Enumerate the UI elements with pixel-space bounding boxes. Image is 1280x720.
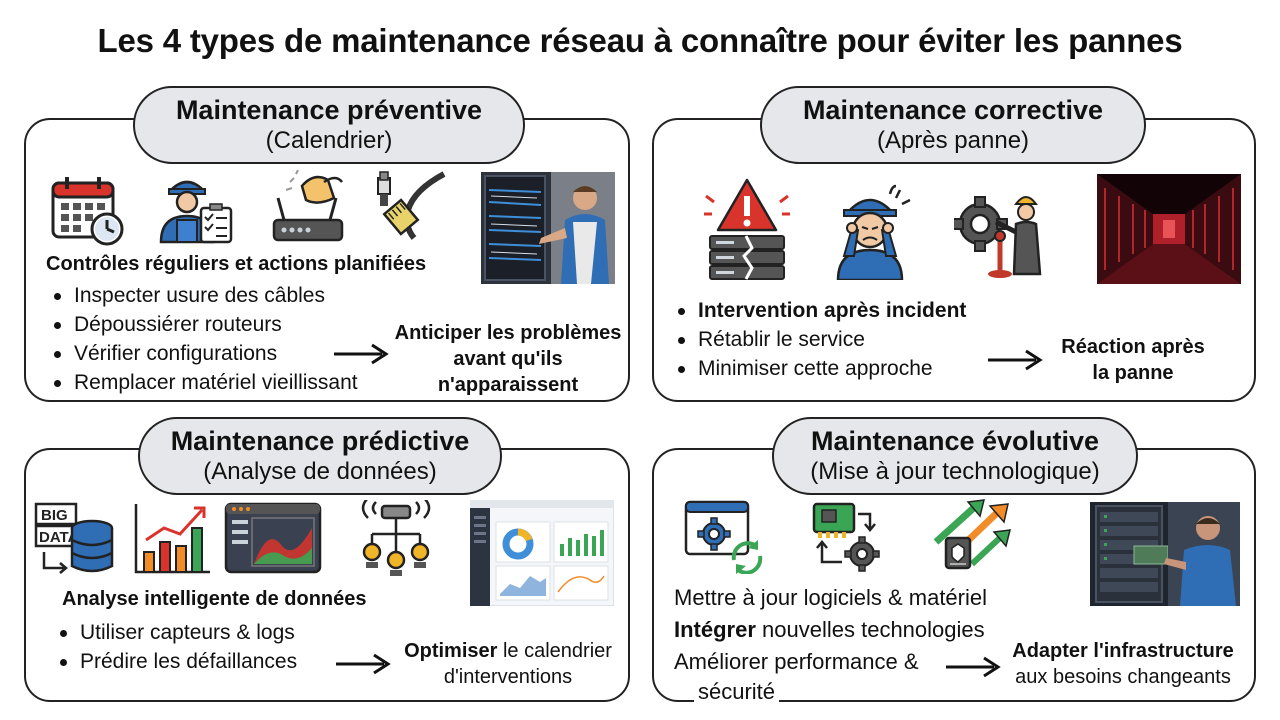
software-update-icon bbox=[684, 500, 763, 574]
arrow-icon bbox=[336, 653, 391, 675]
result-line: la panne bbox=[1092, 362, 1174, 384]
heading-evolutive: Maintenance évolutive bbox=[810, 426, 1100, 456]
pill-predictive: Maintenance prédictive (Analyse de donné… bbox=[138, 417, 502, 495]
subtitle-predictive: (Analyse de données) bbox=[203, 458, 437, 485]
pill-preventive: Maintenance préventive (Calendrier) bbox=[133, 86, 525, 164]
dashboard-icon bbox=[224, 502, 322, 574]
list-item: Intervention après incident bbox=[674, 296, 966, 325]
result-predictive: Optimiser le calendrier d'interventions bbox=[392, 638, 624, 690]
arrow-icon bbox=[946, 656, 1001, 678]
pill-corrective: Maintenance corrective (Après panne) bbox=[760, 86, 1146, 164]
line-evolutive-4: sécurité bbox=[694, 676, 780, 707]
result-preventive: Anticiper les problèmes avant qu'ils n'a… bbox=[392, 320, 624, 398]
list-item: Remplacer matériel vieillissant bbox=[50, 368, 358, 397]
heading-corrective: Maintenance corrective bbox=[802, 95, 1104, 125]
result-line: aux besoins changeants bbox=[1015, 666, 1231, 688]
result-line: Adapter l'infrastructure bbox=[1012, 640, 1234, 662]
big-data-text-data: DATA bbox=[39, 529, 79, 546]
technician-checklist-icon bbox=[159, 180, 233, 244]
repair-gear-icon bbox=[954, 196, 1042, 278]
network-cable-icon bbox=[377, 171, 446, 240]
analytics-dashboard-screenshot bbox=[470, 500, 614, 606]
list-item: Prédire les défaillances bbox=[56, 647, 297, 676]
list-item: Utiliser capteurs & logs bbox=[56, 618, 297, 647]
router-cleaning-icon bbox=[272, 170, 344, 242]
growth-arrows-icon bbox=[933, 499, 1011, 570]
heading-predictive: Maintenance prédictive bbox=[170, 426, 470, 456]
technician-server-rack-photo bbox=[481, 172, 615, 284]
data-center-photo bbox=[1097, 174, 1241, 284]
hardware-upgrade-icon bbox=[812, 502, 880, 572]
subhead-predictive: Analyse intelligente de données bbox=[62, 588, 367, 610]
list-item: Minimiser cette approche bbox=[674, 354, 966, 383]
line-evolutive-2: Intégrer nouvelles technologies bbox=[674, 614, 985, 645]
stressed-technician-icon bbox=[836, 184, 911, 280]
line-rest: nouvelles technologies bbox=[755, 617, 985, 642]
arrow-icon bbox=[334, 343, 389, 365]
heading-preventive: Maintenance préventive bbox=[175, 95, 483, 125]
line-bold: Intégrer bbox=[674, 617, 756, 642]
calendar-icon bbox=[51, 177, 124, 246]
list-item: Vérifier configurations bbox=[50, 339, 358, 368]
bullets-predictive: Utiliser capteurs & logs Prédire les déf… bbox=[56, 618, 297, 676]
pill-evolutive: Maintenance évolutive (Mise à jour techn… bbox=[772, 417, 1138, 495]
result-line: Anticiper les problèmes bbox=[394, 322, 622, 344]
result-line: avant qu'ils bbox=[453, 348, 563, 370]
list-item: Rétablir le service bbox=[674, 325, 966, 354]
result-corrective: Réaction après la panne bbox=[1040, 334, 1226, 386]
arrow-icon bbox=[988, 349, 1043, 371]
subtitle-preventive: (Calendrier) bbox=[265, 127, 393, 154]
result-rest: le calendrier bbox=[497, 640, 612, 662]
bullets-preventive: Inspecter usure des câbles Dépoussiérer … bbox=[50, 281, 358, 397]
big-data-text-big: BIG bbox=[41, 507, 68, 524]
server-warning-icon bbox=[704, 178, 790, 280]
result-line: n'apparaissent bbox=[437, 374, 579, 396]
subhead-preventive: Contrôles réguliers et actions planifiée… bbox=[46, 253, 427, 275]
subtitle-evolutive: (Mise à jour technologique) bbox=[810, 458, 1100, 485]
line-evolutive-3: Améliorer performance & bbox=[674, 649, 919, 674]
page-title: Les 4 types de maintenance réseau à conn… bbox=[97, 22, 1183, 59]
subtitle-corrective: (Après panne) bbox=[876, 127, 1030, 154]
list-item: Inspecter usure des câbles bbox=[50, 281, 358, 310]
result-evolutive: Adapter l'infrastructure aux besoins cha… bbox=[1000, 638, 1246, 690]
list-item: Dépoussiérer routeurs bbox=[50, 310, 358, 339]
bullets-corrective: Intervention après incident Rétablir le … bbox=[674, 296, 966, 383]
result-bold: Optimiser bbox=[404, 640, 498, 662]
result-line: d'interventions bbox=[443, 666, 573, 688]
sensor-network-icon bbox=[361, 500, 431, 576]
bar-chart-icon bbox=[134, 504, 210, 574]
technician-install-photo bbox=[1090, 502, 1240, 606]
result-line: Réaction après bbox=[1061, 336, 1205, 358]
big-data-icon: BIG DATA bbox=[34, 502, 114, 574]
line-evolutive-1: Mettre à jour logiciels & matériel bbox=[674, 585, 988, 610]
